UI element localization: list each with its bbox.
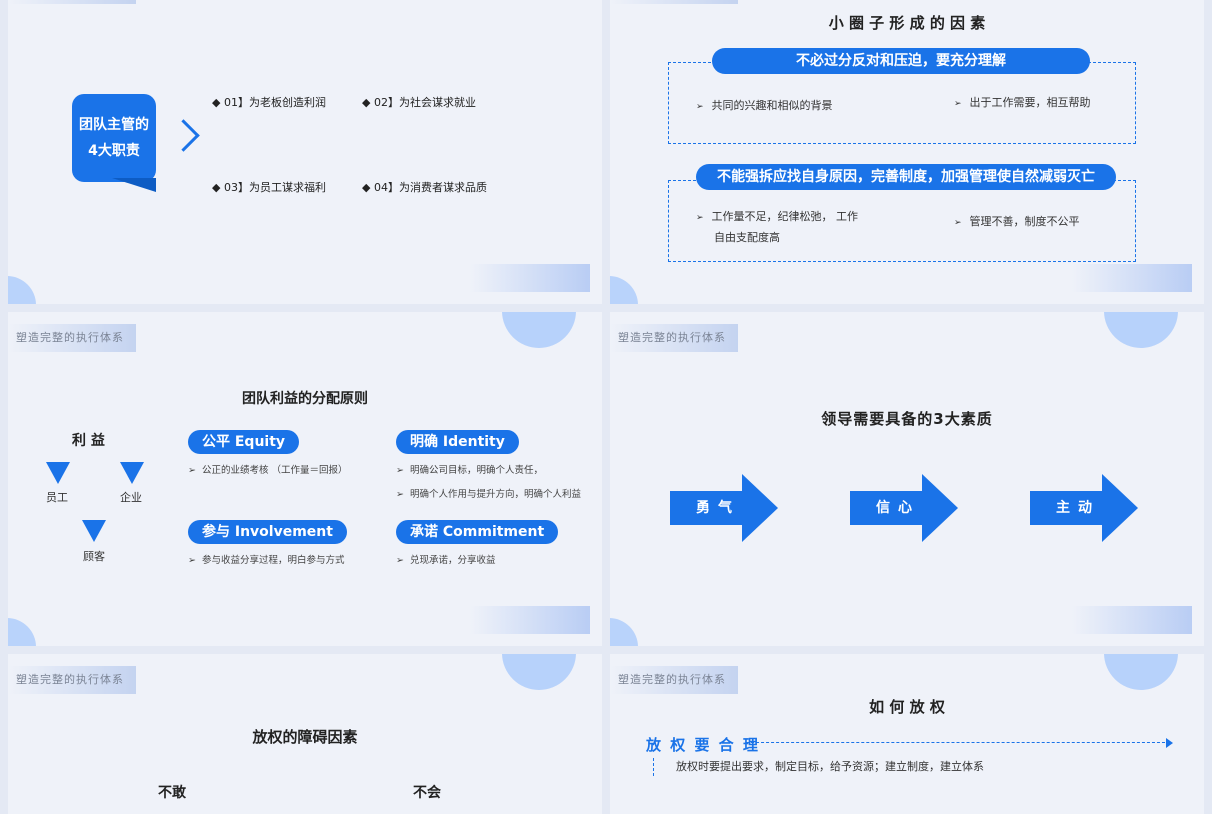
- party-label: 企业: [120, 491, 142, 504]
- slide-small-circle-factors[interactable]: 塑造完整的执行体系 小 圈 子 形 成 的 因 素 不必过分反对和压迫，要充分理…: [610, 0, 1204, 304]
- principle-pill: 承诺 Commitment: [396, 520, 559, 544]
- duty-item: ◆ 02】为社会谋求就业: [362, 96, 476, 109]
- factor-item: ➢出于工作需要，相互帮助: [954, 96, 1091, 109]
- quality-arrow: 勇气: [670, 474, 778, 542]
- decor-gradient-bar: [1072, 264, 1192, 292]
- factor-item: ➢共同的兴趣和相似的背景: [696, 99, 833, 112]
- principle-pill: 明确 Identity: [396, 430, 519, 454]
- party-label: 顾客: [83, 550, 105, 563]
- interest-label: 利 益: [72, 433, 105, 449]
- decor-circle: [502, 654, 576, 690]
- factor-item: ➢工作量不足，纪律松弛， 工作 自由支配度高: [696, 210, 859, 244]
- decor-gradient-bar: [470, 264, 590, 292]
- principle-item: ➢ 兑现承诺，分享收益: [396, 555, 496, 566]
- quality-arrow: 主动: [1030, 474, 1138, 542]
- principle-item: ➢ 明确公司目标，明确个人责任，: [396, 465, 544, 476]
- principle-pill: 参与 Involvement: [188, 520, 347, 544]
- arrow-bullet-icon: ➢: [696, 102, 704, 112]
- bubble-line-1: 团队主管的: [79, 117, 149, 133]
- duty-item: ◆ 03】为员工谋求福利: [212, 181, 326, 194]
- slide-title: 团队利益的分配原则: [242, 391, 368, 407]
- slide-how-to-delegate[interactable]: 塑造完整的执行体系 如 何 放 权 放 权 要 合 理 放权时要提出要求，制定目…: [610, 654, 1204, 814]
- slide-leadership-qualities[interactable]: 塑造完整的执行体系 领导需要具备的3大素质 勇气 信心 主动: [610, 312, 1204, 646]
- obstacle-label: 不敢: [158, 785, 186, 801]
- decor-circle: [610, 618, 638, 646]
- section-tag: 塑造完整的执行体系: [610, 0, 738, 4]
- slide-title: 小 圈 子 形 成 的 因 素: [828, 14, 986, 32]
- duty-item: ◆ 01】为老板创造利润: [212, 96, 326, 109]
- arrow-bullet-icon: ➢: [954, 218, 962, 228]
- slide-team-leader-duties[interactable]: 塑造完整的执行体系 团队主管的 4大职责 ◆ 01】为老板创造利润 ◆ 02】为…: [8, 0, 602, 304]
- dashed-vertical-line: [653, 758, 654, 776]
- decor-circle: [8, 276, 36, 304]
- decor-circle: [610, 276, 638, 304]
- slide-title: 如 何 放 权: [869, 698, 945, 716]
- quality-arrow: 信心: [850, 474, 958, 542]
- arrow-right-icon: [1102, 474, 1138, 542]
- decor-circle: [1104, 312, 1178, 348]
- section-tag: 塑造完整的执行体系: [8, 0, 136, 4]
- section-tag: 塑造完整的执行体系: [8, 666, 136, 694]
- principle-item: ➢ 明确个人作用与提升方向，明确个人利益: [396, 489, 582, 500]
- slide-delegation-obstacles[interactable]: 塑造完整的执行体系 放权的障碍因素 不敢 不会: [8, 654, 602, 814]
- bubble-tail-shape: [112, 178, 156, 192]
- decor-gradient-bar: [470, 606, 590, 634]
- dashed-connector-line: [746, 742, 1170, 743]
- arrow-right-icon: [1166, 738, 1173, 748]
- triangle-down-icon: [46, 462, 70, 484]
- decor-gradient-bar: [1072, 606, 1192, 634]
- slide-benefit-distribution[interactable]: 塑造完整的执行体系 团队利益的分配原则 利 益 员工 企业 顾客 公平 Equi…: [8, 312, 602, 646]
- quality-label: 勇气: [696, 500, 740, 516]
- decor-circle: [8, 618, 36, 646]
- principle-item: ➢ 参与收益分享过程，明白参与方式: [188, 555, 345, 566]
- decor-circle: [1104, 654, 1178, 690]
- arrow-right-icon: [742, 474, 778, 542]
- arrow-bullet-icon: ➢: [696, 213, 704, 223]
- principle-item: ➢ 公正的业绩考核 （工作量＝回报）: [188, 465, 348, 476]
- slide-title: 领导需要具备的3大素质: [821, 410, 993, 428]
- bubble-line-2: 4大职责: [88, 143, 140, 159]
- quality-label: 信心: [876, 500, 920, 516]
- chevron-right-icon: [167, 119, 200, 152]
- arrow-bullet-icon: ➢: [954, 99, 962, 109]
- triangle-down-icon: [120, 462, 144, 484]
- principle-pill: 公平 Equity: [188, 430, 300, 454]
- factor-heading-2: 不能强拆应找自身原因，完善制度，加强管理使自然减弱灭亡: [696, 164, 1116, 190]
- quality-label: 主动: [1056, 500, 1100, 516]
- factor-heading-1: 不必过分反对和压迫，要充分理解: [712, 48, 1090, 74]
- decor-circle: [502, 312, 576, 348]
- triangle-down-icon: [82, 520, 106, 542]
- obstacle-label: 不会: [413, 785, 441, 801]
- section-tag: 塑造完整的执行体系: [610, 324, 738, 352]
- slide-title: 放权的障碍因素: [252, 728, 358, 746]
- duties-bubble: 团队主管的 4大职责: [72, 94, 156, 182]
- arrow-right-icon: [922, 474, 958, 542]
- point-heading: 放 权 要 合 理: [646, 736, 760, 754]
- factor-item: ➢管理不善，制度不公平: [954, 215, 1080, 228]
- duty-item: ◆ 04】为消费者谋求品质: [362, 181, 487, 194]
- section-tag: 塑造完整的执行体系: [610, 666, 738, 694]
- party-label: 员工: [46, 491, 68, 504]
- point-text: 放权时要提出要求，制定目标，给予资源；建立制度，建立体系: [676, 760, 984, 773]
- section-tag: 塑造完整的执行体系: [8, 324, 136, 352]
